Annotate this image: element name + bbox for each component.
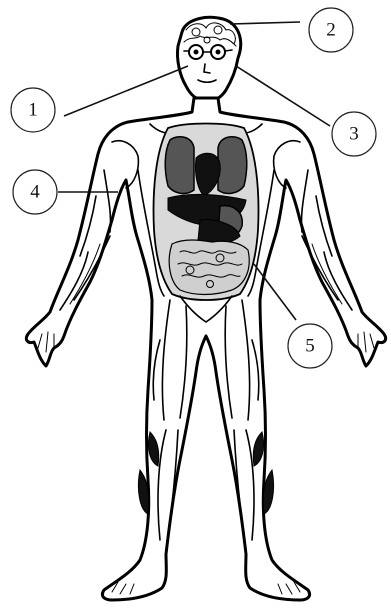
intestines: [169, 240, 249, 295]
callout-label: 3: [349, 124, 359, 145]
callout-label: 1: [28, 100, 38, 121]
callout-5: 5: [288, 324, 332, 368]
leader-line-2: [230, 22, 300, 24]
callout-label: 2: [326, 20, 336, 41]
callout-label: 5: [305, 336, 315, 357]
right-lung: [218, 137, 247, 194]
callout-label: 4: [30, 182, 40, 203]
callout-1: 1: [11, 88, 55, 132]
callout-3: 3: [332, 112, 376, 156]
callout-2: 2: [309, 8, 353, 52]
body-figure: [26, 17, 385, 600]
callout-4: 4: [13, 170, 57, 214]
head: [177, 17, 240, 101]
left-lung: [165, 137, 194, 194]
organs: [165, 137, 249, 295]
leader-line-1: [64, 66, 188, 116]
